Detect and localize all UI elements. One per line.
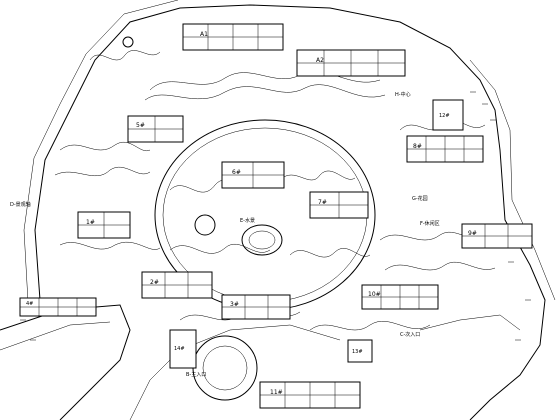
building-a1-label: A1 (200, 31, 208, 38)
building-12: 12# (432, 99, 464, 131)
building-12-label: 12# (439, 113, 450, 119)
building-1: 1# (77, 211, 131, 239)
building-4-label: 4# (26, 301, 33, 307)
building-4: 4# (19, 297, 97, 317)
bottom-plaza-inner (202, 345, 248, 391)
label-leisure-area: F-休闲区 (420, 220, 440, 227)
building-7-label: 7# (318, 199, 327, 206)
building-6: 6# (221, 161, 285, 189)
building-9: 9# (461, 223, 533, 249)
contour-d (54, 166, 151, 176)
contour-j (89, 50, 161, 61)
contour-e (59, 241, 161, 250)
building-14: 14# (169, 329, 197, 369)
building-8-label: 8# (413, 143, 422, 150)
contour-c (59, 142, 151, 152)
contour-o (289, 248, 371, 258)
road-right (469, 59, 556, 301)
boundary-ticks (20, 91, 531, 341)
building-6-label: 6# (232, 169, 241, 176)
building-10: 10# (361, 284, 439, 310)
building-2-label: 2# (150, 279, 159, 286)
label-garden: G-花园 (412, 195, 428, 202)
building-5: 5# (127, 115, 184, 143)
plaza-circle (194, 214, 216, 236)
road-right-lower (419, 314, 521, 331)
building-8: 8# (406, 135, 484, 163)
label-landscape-axis: D-景观轴 (10, 201, 31, 208)
building-a2-label: A2 (316, 57, 324, 64)
road-bottom (129, 324, 341, 420)
building-a2: A2 (296, 49, 406, 77)
bottom-plaza (192, 335, 258, 401)
building-9-label: 9# (468, 230, 477, 237)
contour-m (279, 170, 356, 181)
building-11-label: 11# (270, 389, 283, 396)
building-5-label: 5# (136, 122, 145, 129)
label-main-entrance: B-主入口 (186, 371, 206, 378)
site-boundary-outer (23, 0, 179, 303)
label-water-feature: E-水景 (240, 217, 255, 224)
contour-n (169, 243, 271, 254)
label-secondary-entrance: C-次入口 (400, 331, 420, 338)
building-11: 11# (259, 381, 361, 409)
building-3-label: 3# (230, 301, 239, 308)
building-3: 3# (221, 294, 291, 320)
building-a1: A1 (182, 23, 284, 51)
building-14-label: 14# (174, 346, 185, 352)
central-pond (241, 224, 283, 256)
building-13-label: 13# (352, 349, 363, 355)
building-1-label: 1# (86, 219, 95, 226)
building-13: 13# (347, 339, 373, 363)
top-left-feature (122, 36, 134, 48)
building-2: 2# (141, 271, 213, 299)
building-10-label: 10# (368, 291, 381, 298)
building-7: 7# (309, 191, 369, 219)
contour-g (384, 261, 496, 271)
site-boundary (34, 4, 546, 420)
road-left-bottom (0, 304, 131, 420)
contour-i (309, 321, 431, 331)
contour-b (144, 84, 386, 101)
label-center: H-中心 (395, 91, 411, 98)
central-pond-inner (248, 230, 276, 250)
road-lower-left (0, 321, 111, 351)
